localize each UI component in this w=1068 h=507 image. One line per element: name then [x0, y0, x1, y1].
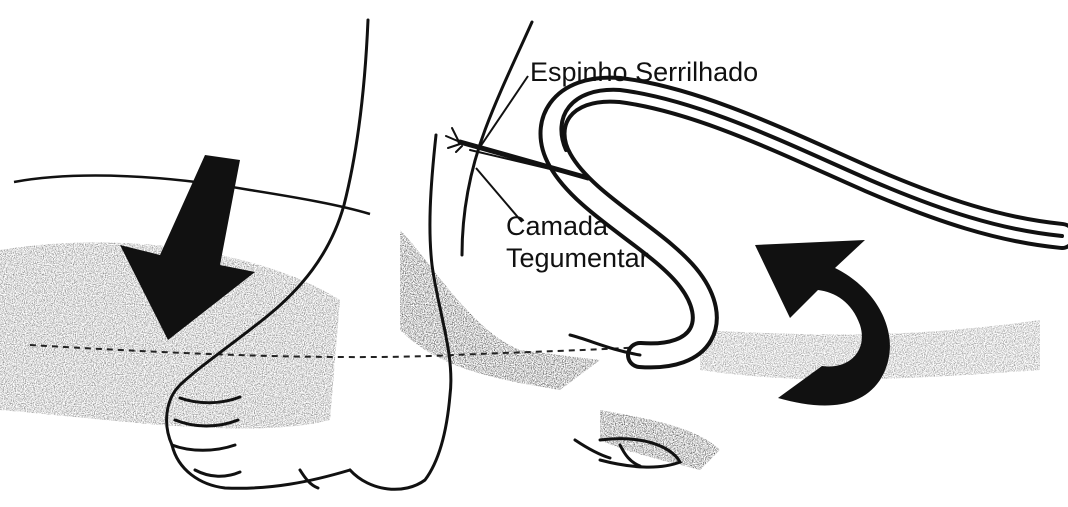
tegument-label-line2: Tegumentar [506, 242, 649, 274]
tegument-label: Camada Tegumentar [506, 210, 649, 274]
curved-arrow [755, 240, 890, 405]
spine-label: Espinho Serrilhado [530, 56, 758, 88]
tegument-label-line1: Camada [506, 210, 649, 242]
